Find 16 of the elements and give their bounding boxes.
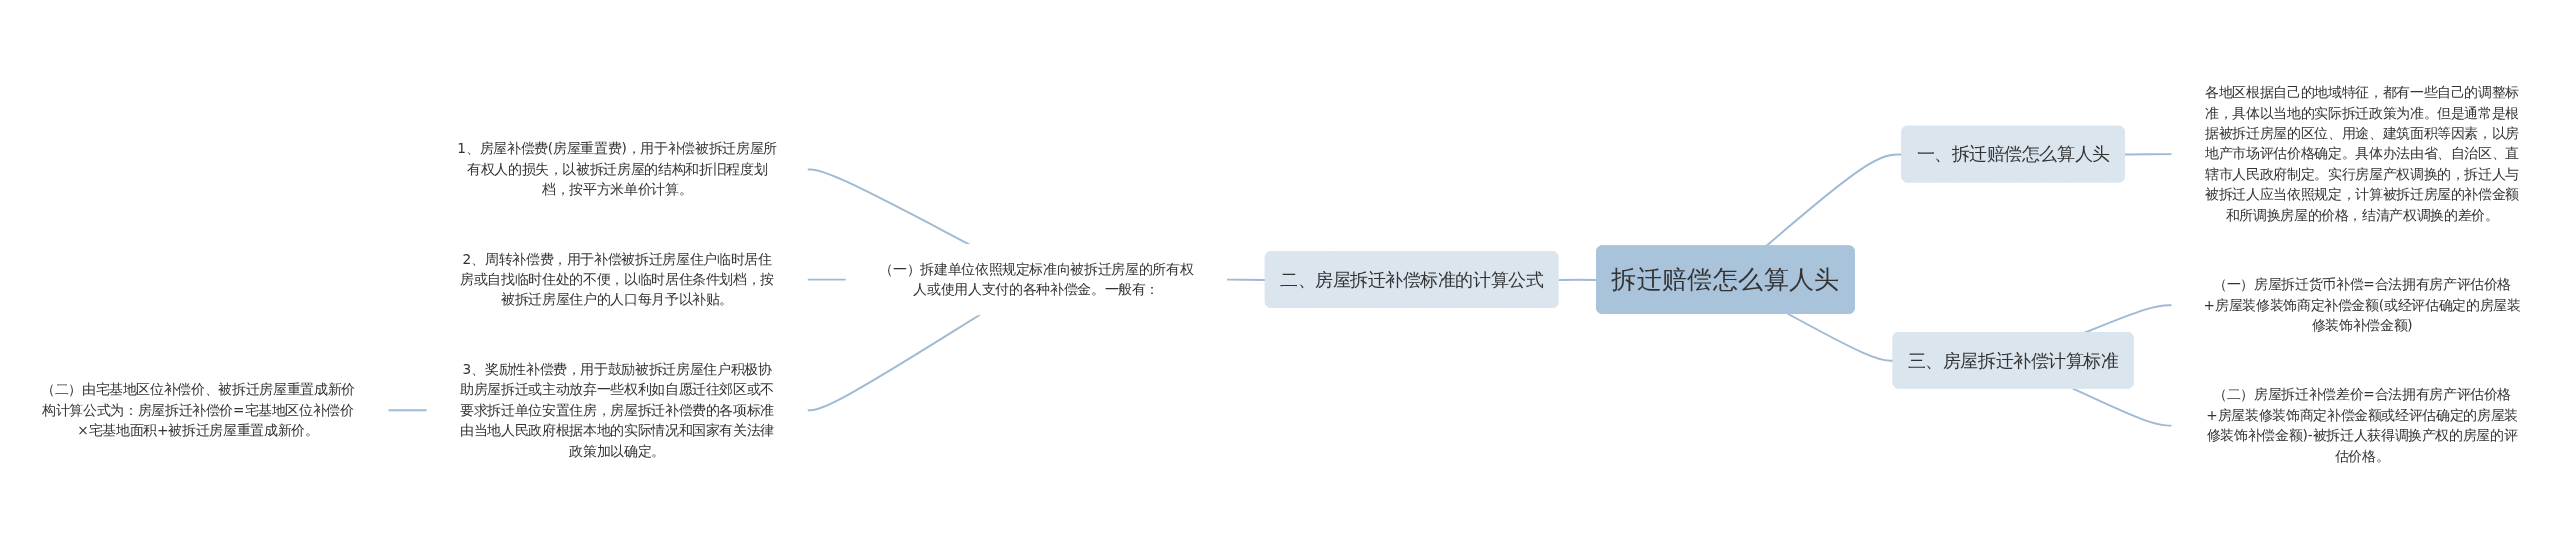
connector bbox=[1786, 312, 1895, 362]
connector bbox=[2123, 153, 2173, 156]
connector bbox=[806, 278, 848, 281]
node-text: 2、周转补偿费，用于补偿被拆迁房屋住户临时居住房或自找临时住处的不便，以临时居住条件划档，按被拆迁房屋住户的人口每月予以补贴。 bbox=[460, 250, 775, 308]
node-text: 3、奖励性补偿费，用于鼓励被拆迁房屋住户积极协助房屋拆迁或主动放弃一些权利如自愿迁往郊区或不要求拆迁单位安置住房，房屋拆迁补偿费的各项标准由当地人民政府根据本地的实际情况和国家有关法律政策加以确定。 bbox=[460, 361, 775, 459]
node-text: （二）房屋拆迁补偿差价=合法拥有房产评估价格+房屋装修装饰商定补偿金额或经评估确定的房屋装修装饰补偿金额)-被拆迁人获得调换产权的房屋的评估价格。 bbox=[2206, 386, 2518, 464]
node-text: （一）房屋拆迁货币补偿=合法拥有房产评估价格+房屋装修装饰商定补偿金额(或经评估确定的房屋装修装饰补偿金额) bbox=[2203, 276, 2521, 333]
connector bbox=[806, 313, 981, 412]
node-text: （二）由宅基地区位补偿价、被拆迁房屋重置成新价构计算公式为：房屋拆迁补偿价=宅基地区位补偿价×宅基地面积+被拆迁房屋重置成新价。 bbox=[40, 381, 355, 439]
node-text: 1、房屋补偿费(房屋重置费)，用于补偿被拆迁房屋所有权人的损失，以被拆迁房屋的结构和折旧程度划档，按平方米单价计算。 bbox=[457, 140, 777, 198]
connector bbox=[387, 409, 428, 412]
connector bbox=[806, 168, 971, 246]
node-text: （一）拆建单位依照规定标准向被拆迁房屋的所有权人或使用人支付的各种补偿金。一般有： bbox=[879, 261, 1194, 298]
connector bbox=[1225, 278, 1267, 282]
connector bbox=[2071, 387, 2173, 427]
node-text: 各地区根据自己的地域特征，都有一些自己的调整标准，具体以当地的实际拆迁政策为准。但是通常是根据被拆迁房屋的区位、用途、建筑面积等因素，以房地产市场评估价格确定。具体办法由省、自治区、直辖市人民政府制定。实行房屋产权调换的，拆迁人与被拆迁人应当依照规定，计算被拆迁房屋的补偿金额和所调换房屋的价格，结清产权调换的差价。 bbox=[2205, 84, 2520, 223]
